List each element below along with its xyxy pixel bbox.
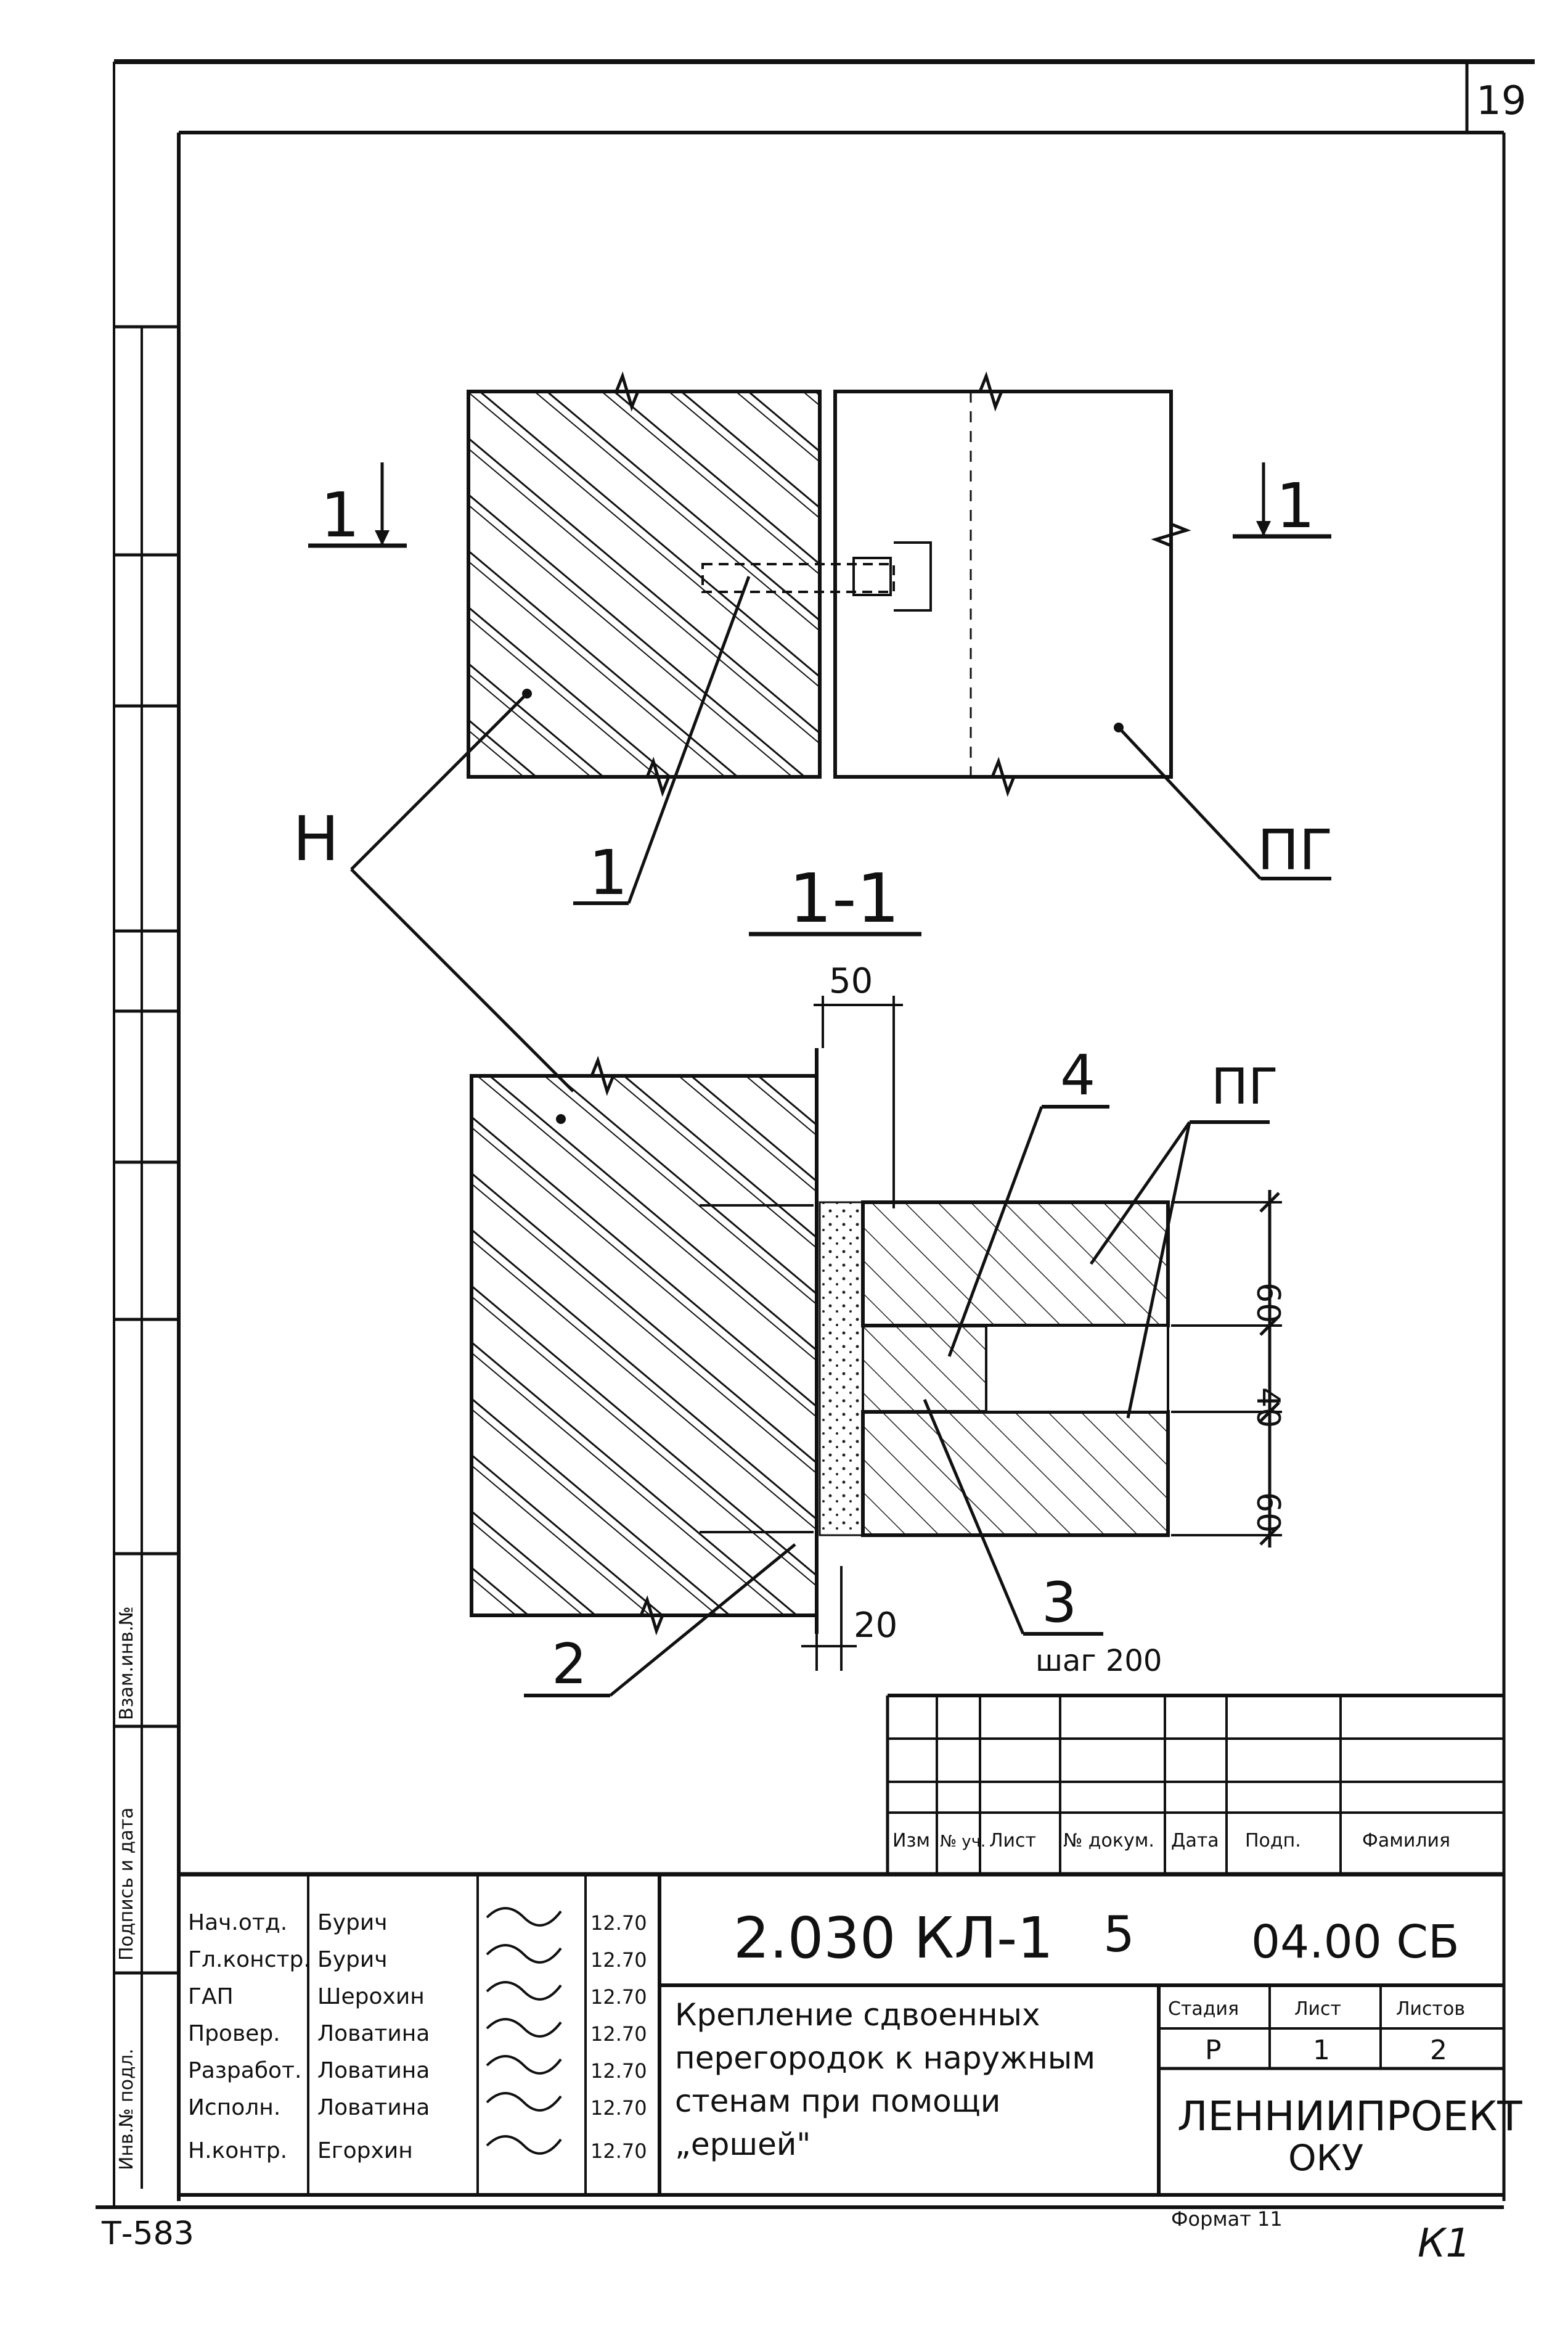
signature-row: ГАП Шерохин 12.70 [188, 1981, 647, 2009]
wall-block-top [467, 390, 822, 779]
document-code: 2.030 КЛ-1 [733, 1905, 1053, 1971]
signature-row: Н.контр. Егорхин 12.70 [188, 2135, 647, 2163]
svg-text:Бурич: Бурич [317, 1947, 388, 1972]
dimension-right-2: 40 [1249, 1387, 1286, 1428]
title-line-1: Крепление сдвоенных [675, 1997, 1040, 2033]
label-wall-top: Н [293, 803, 339, 875]
sheet-label: Лист [1294, 1998, 1341, 2020]
label-item-1: 1 [589, 837, 628, 909]
title-line-2: перегородок к наружным [675, 2040, 1095, 2076]
svg-text:Ловатина: Ловатина [317, 2058, 430, 2083]
plan-view [308, 371, 1331, 1093]
organization-unit: ОКУ [1288, 2137, 1363, 2179]
svg-text:Ловатина: Ловатина [317, 2021, 430, 2046]
svg-text:Исполн.: Исполн. [188, 2095, 280, 2120]
title-line-3: стенам при помощи [675, 2083, 1000, 2119]
drawing-number: 04.00 СБ [1251, 1916, 1460, 1969]
label-partition-top: ПГ [1257, 818, 1333, 883]
svg-text:Н.контр.: Н.контр. [188, 2138, 287, 2163]
binding-strip [114, 325, 179, 2189]
rev-header-item: № уч. [940, 1832, 986, 1851]
svg-text:12.70: 12.70 [590, 2096, 647, 2120]
signature-row: Провер. Ловатина 12.70 [188, 2018, 647, 2046]
rev-header-date: Дата [1171, 1830, 1219, 1851]
section-view [470, 996, 1282, 1697]
svg-text:Разработ.: Разработ. [188, 2058, 301, 2083]
rev-header-name: Фамилия [1362, 1830, 1450, 1851]
sheet-value: 1 [1313, 2035, 1330, 2066]
svg-text:Егорхин: Егорхин [317, 2138, 413, 2163]
partition-panel-upper [861, 1200, 1170, 1327]
stamp-signature-date: Подпись и дата [116, 1808, 137, 1961]
footer-handwritten: К1 [1418, 2221, 1471, 2266]
svg-text:12.70: 12.70 [590, 1948, 647, 1972]
organization-name: ЛЕННИИПРОЕКТ [1177, 2093, 1522, 2140]
svg-text:12.70: 12.70 [590, 1911, 647, 1935]
rev-header-signature: Подп. [1245, 1830, 1301, 1851]
callout-4: 4 [1060, 1043, 1095, 1108]
dimension-bottom: 20 [854, 1605, 897, 1646]
svg-text:12.70: 12.70 [590, 1985, 647, 2009]
svg-text:Провер.: Провер. [188, 2021, 280, 2046]
callout-3: 3 [1042, 1570, 1077, 1635]
svg-text:Нач.отд.: Нач.отд. [188, 1910, 287, 1935]
svg-text:12.70: 12.70 [590, 2139, 647, 2163]
revision-table [886, 1694, 1504, 1874]
svg-text:ГАП: ГАП [188, 1984, 234, 2009]
signature-row: Гл.констр. Бурич 12.70 [188, 1944, 647, 1972]
document-issue: 5 [1103, 1906, 1135, 1963]
svg-text:12.70: 12.70 [590, 2022, 647, 2046]
svg-text:12.70: 12.70 [590, 2059, 647, 2083]
svg-text:Ловатина: Ловатина [317, 2095, 430, 2120]
stage-value: Р [1205, 2035, 1222, 2066]
stamp-replacement: Взам.инв.№ [116, 1606, 137, 1720]
label-partition-section: ПГ [1211, 1058, 1278, 1115]
section-mark-right: 1 [1276, 470, 1315, 542]
sheets-label: Листов [1396, 1998, 1465, 2020]
sheet-number: 19 [1476, 78, 1526, 124]
rev-header-change: Изм [892, 1830, 930, 1851]
title-line-4: „ершей" [675, 2126, 811, 2162]
sheet-frame [96, 59, 1535, 2209]
rev-header-document: № докум. [1063, 1830, 1154, 1851]
svg-text:Шерохин: Шерохин [317, 1984, 425, 2009]
stamp-original-inventory: Инв.№ подл. [116, 2049, 137, 2170]
sheets-value: 2 [1430, 2035, 1447, 2066]
svg-text:Бурич: Бурич [317, 1910, 388, 1935]
svg-text:Гл.констр.: Гл.констр. [188, 1947, 311, 1972]
callout-2: 2 [552, 1632, 587, 1697]
title-block [179, 1872, 1504, 2197]
signature-row: Разработ. Ловатина 12.70 [188, 2055, 647, 2083]
signature-rows: Нач.отд. Бурич 12.70 Гл.констр. Бурич 12… [188, 1907, 647, 2163]
footer-format: Формат 11 [1171, 2207, 1283, 2231]
dimension-top: 50 [829, 961, 873, 1001]
dimension-right-1: 60 [1249, 1282, 1286, 1323]
dimension-right-3: 60 [1249, 1492, 1286, 1533]
section-title: 1-1 [789, 859, 900, 938]
wall-block-section [470, 1074, 819, 1617]
partition-panel-lower [861, 1410, 1170, 1537]
stage-label: Стадия [1168, 1998, 1239, 2020]
callout-3-note: шаг 200 [1035, 1644, 1162, 1678]
partition-panel-top [833, 390, 1173, 779]
footer-code: Т-583 [101, 2215, 194, 2252]
signature-row: Нач.отд. Бурич 12.70 [188, 1907, 647, 1935]
section-mark-left: 1 [321, 479, 360, 551]
rev-header-sheet: Лист [989, 1830, 1036, 1851]
signature-row: Исполн. Ловатина 12.70 [188, 2092, 647, 2120]
